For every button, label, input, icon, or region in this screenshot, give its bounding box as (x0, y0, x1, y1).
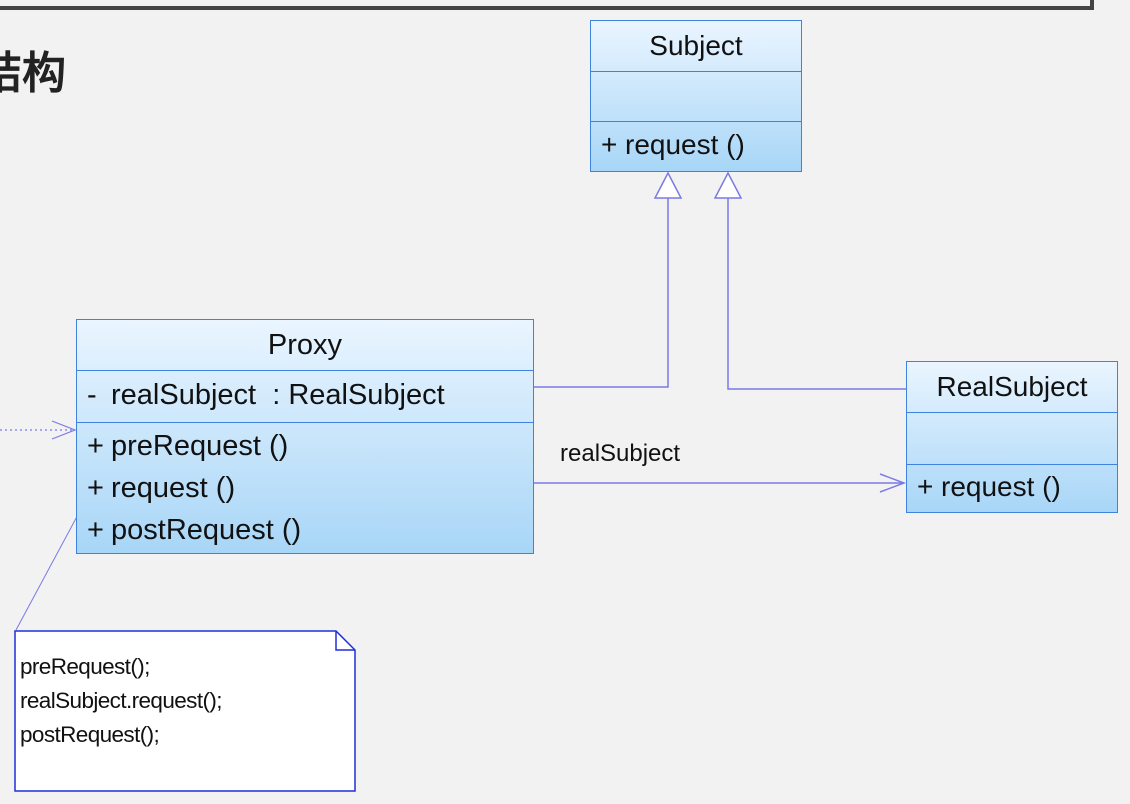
association-arrowhead (879, 473, 907, 493)
class-proxy-name: Proxy (267, 329, 343, 361)
class-proxy[interactable]: Proxy - realSubject : RealSubject + preR… (76, 319, 534, 554)
class-realsubject-operations: + request () (907, 464, 1117, 511)
visibility-marker: - (87, 378, 97, 411)
class-realsubject-attributes (907, 412, 1117, 464)
visibility-marker: + (87, 471, 104, 504)
association-role-label: realSubject (560, 440, 681, 467)
realsubject-generalization-line (727, 198, 906, 390)
operation-name: request () (111, 471, 236, 504)
class-realsubject-name: RealSubject (936, 371, 1088, 402)
client-dependency-arrowhead (51, 420, 77, 440)
note[interactable]: preRequest(); realSubject.request(); pos… (14, 630, 356, 792)
class-subject-operations: + request () (591, 121, 801, 170)
slide-frame-border (0, 0, 1094, 10)
visibility-marker: + (87, 429, 104, 462)
proxy-generalization-line (534, 198, 669, 388)
class-proxy-operations: + preRequest () + request () + postReque… (77, 422, 533, 552)
class-subject-name: Subject (649, 30, 743, 61)
proxy-generalization-arrowhead (653, 171, 683, 199)
realsubject-generalization-arrowhead (713, 171, 743, 199)
class-proxy-attributes: - realSubject : RealSubject (77, 370, 533, 422)
class-subject-attributes (591, 71, 801, 121)
operation-name: request () (625, 129, 745, 160)
slide-heading: 结构 (0, 48, 66, 99)
operation-name: request () (941, 471, 1061, 502)
note-text: preRequest(); realSubject.request(); pos… (20, 650, 223, 752)
note-line: preRequest(); (20, 654, 150, 679)
class-subject[interactable]: Subject + request () (590, 20, 802, 172)
operation-name: preRequest () (111, 429, 289, 462)
visibility-marker: + (87, 513, 104, 546)
note-line: postRequest(); (20, 722, 160, 747)
operation-row: + request () (591, 122, 801, 168)
operation-row: + request () (907, 465, 1117, 509)
operation-row: + postRequest () (77, 509, 533, 551)
note-shape (14, 630, 356, 792)
note-line: realSubject.request(); (20, 688, 223, 713)
operation-row: + preRequest () (77, 425, 533, 467)
visibility-marker: + (601, 129, 618, 160)
operation-row: + request () (77, 467, 533, 509)
visibility-marker: + (917, 471, 934, 502)
attribute-row: - realSubject : RealSubject (77, 371, 533, 419)
attribute-name: realSubject : RealSubject (111, 378, 445, 411)
operation-name: postRequest () (111, 513, 302, 546)
class-realsubject[interactable]: RealSubject + request () (906, 361, 1118, 513)
